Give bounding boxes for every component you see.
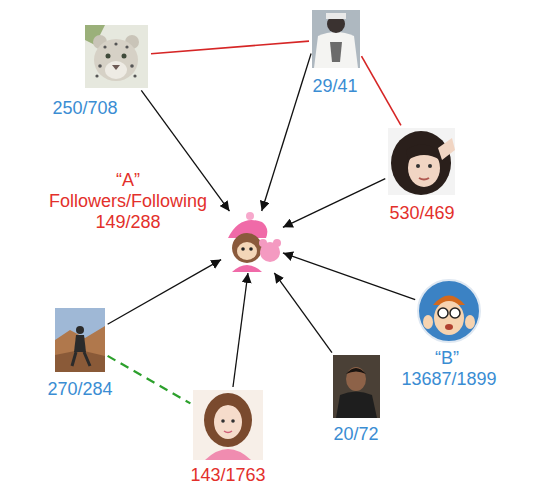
avatar-node: “B”13687/1899 — [418, 280, 480, 343]
follow-arrow — [283, 179, 385, 228]
count-label: 143/1763 — [190, 465, 265, 486]
avatar-node: “A”Followers/Following149/288 — [222, 212, 282, 272]
follow-arrow — [233, 273, 248, 387]
follow-arrow — [283, 253, 415, 300]
link-line — [151, 41, 309, 54]
avatar-node: 20/72 — [333, 355, 380, 418]
follow-arrow — [274, 273, 332, 353]
follow-arrow — [108, 260, 222, 325]
count-label: 270/284 — [47, 379, 112, 400]
avatar-node: 250/708 — [85, 25, 148, 88]
avatar-node: 143/1763 — [193, 390, 263, 460]
link-line — [108, 356, 191, 404]
count-label: 250/708 — [52, 98, 117, 119]
man-avatar — [333, 355, 380, 418]
cartoon-avatar — [418, 280, 480, 342]
follow-arrow — [262, 53, 311, 211]
count-label: 149/288 — [95, 212, 160, 233]
leopard-avatar — [85, 25, 148, 88]
count-label: 20/72 — [333, 424, 378, 445]
avatar-node: 530/469 — [388, 128, 455, 195]
count-label: 29/41 — [312, 76, 357, 97]
count-label: 13687/1899 — [401, 369, 496, 390]
hiker-avatar — [55, 308, 105, 372]
count-label: “A” — [116, 170, 140, 191]
avatar-node: 270/284 — [55, 308, 105, 372]
count-label: Followers/Following — [49, 191, 207, 212]
doll-avatar — [222, 212, 282, 272]
count-label: 530/469 — [389, 203, 454, 224]
woman-avatar — [388, 128, 455, 195]
count-label: “B” — [435, 348, 459, 369]
girl-avatar — [193, 390, 263, 460]
avatar-node: 29/41 — [312, 10, 360, 68]
link-line — [361, 56, 400, 125]
person-avatar — [312, 10, 360, 68]
